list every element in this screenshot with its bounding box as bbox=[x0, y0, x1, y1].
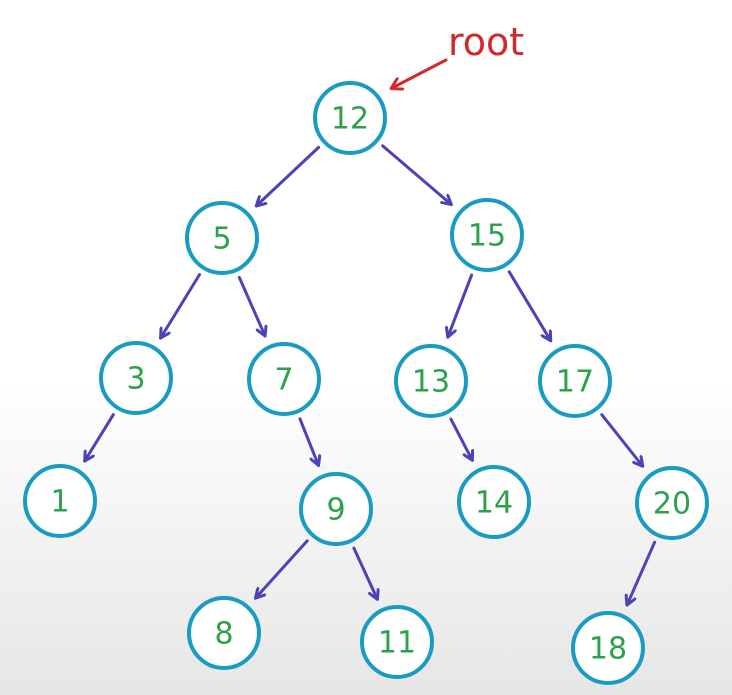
tree-node-20: 20 bbox=[635, 466, 709, 540]
node-label: 8 bbox=[214, 617, 233, 652]
node-label: 15 bbox=[468, 219, 506, 254]
tree-node-7: 7 bbox=[247, 342, 321, 416]
node-circle bbox=[99, 341, 173, 415]
tree-node-3: 3 bbox=[99, 341, 173, 415]
root-annotation: root bbox=[392, 20, 524, 88]
node-label: 5 bbox=[212, 222, 231, 257]
tree-node-15: 15 bbox=[450, 198, 524, 272]
node-circle bbox=[23, 464, 97, 538]
node-label: 12 bbox=[331, 102, 369, 137]
node-circle bbox=[450, 198, 524, 272]
tree-node-8: 8 bbox=[187, 596, 261, 670]
tree-node-17: 17 bbox=[538, 344, 612, 418]
node-label: 1 bbox=[50, 485, 69, 520]
tree-node-9: 9 bbox=[299, 472, 373, 546]
node-circle bbox=[635, 466, 709, 540]
tree-node-5: 5 bbox=[185, 201, 259, 275]
edge-n9-to-n8 bbox=[256, 539, 309, 600]
edge-n15-to-n13 bbox=[448, 273, 474, 339]
edge-n5-to-n3 bbox=[159, 273, 201, 340]
node-label: 13 bbox=[412, 365, 450, 400]
node-circle bbox=[187, 596, 261, 670]
tree-node-11: 11 bbox=[360, 605, 434, 679]
node-circle bbox=[360, 605, 434, 679]
root-annotation-label: root bbox=[448, 20, 524, 64]
node-label: 3 bbox=[126, 362, 145, 397]
edges-layer bbox=[83, 144, 657, 607]
node-label: 20 bbox=[653, 487, 691, 522]
nodes-layer: 12 5 15 3 7 13 17 1 9 14 20 8 11 18 bbox=[23, 81, 709, 685]
edge-n15-to-n17 bbox=[507, 270, 553, 343]
tree-node-18: 18 bbox=[571, 611, 645, 685]
edge-n9-to-n11 bbox=[352, 546, 378, 601]
node-label: 17 bbox=[556, 365, 594, 400]
node-circle bbox=[571, 611, 645, 685]
edge-n17-to-n20 bbox=[600, 413, 645, 468]
edge-n7-to-n9 bbox=[298, 417, 319, 467]
edge-n5-to-n7 bbox=[237, 275, 265, 338]
node-circle bbox=[457, 465, 531, 539]
root-pointer-arrow bbox=[392, 58, 448, 88]
tree-node-1: 1 bbox=[23, 464, 97, 538]
node-label: 9 bbox=[326, 493, 345, 528]
node-circle bbox=[394, 344, 468, 418]
edge-n12-to-n5 bbox=[254, 145, 321, 208]
node-circle bbox=[299, 472, 373, 546]
edge-n12-to-n15 bbox=[381, 144, 453, 206]
tree-node-12: 12 bbox=[313, 81, 387, 155]
node-label: 7 bbox=[274, 363, 293, 398]
node-label: 18 bbox=[589, 632, 627, 667]
node-circle bbox=[538, 344, 612, 418]
tree-node-14: 14 bbox=[457, 465, 531, 539]
edge-n13-to-n14 bbox=[449, 417, 472, 462]
node-circle bbox=[313, 81, 387, 155]
node-label: 14 bbox=[475, 486, 513, 521]
node-circle bbox=[185, 201, 259, 275]
node-circle bbox=[247, 342, 321, 416]
tree-node-13: 13 bbox=[394, 344, 468, 418]
node-label: 11 bbox=[378, 626, 416, 661]
edge-n3-to-n1 bbox=[83, 413, 115, 463]
edge-n20-to-n18 bbox=[627, 540, 657, 607]
